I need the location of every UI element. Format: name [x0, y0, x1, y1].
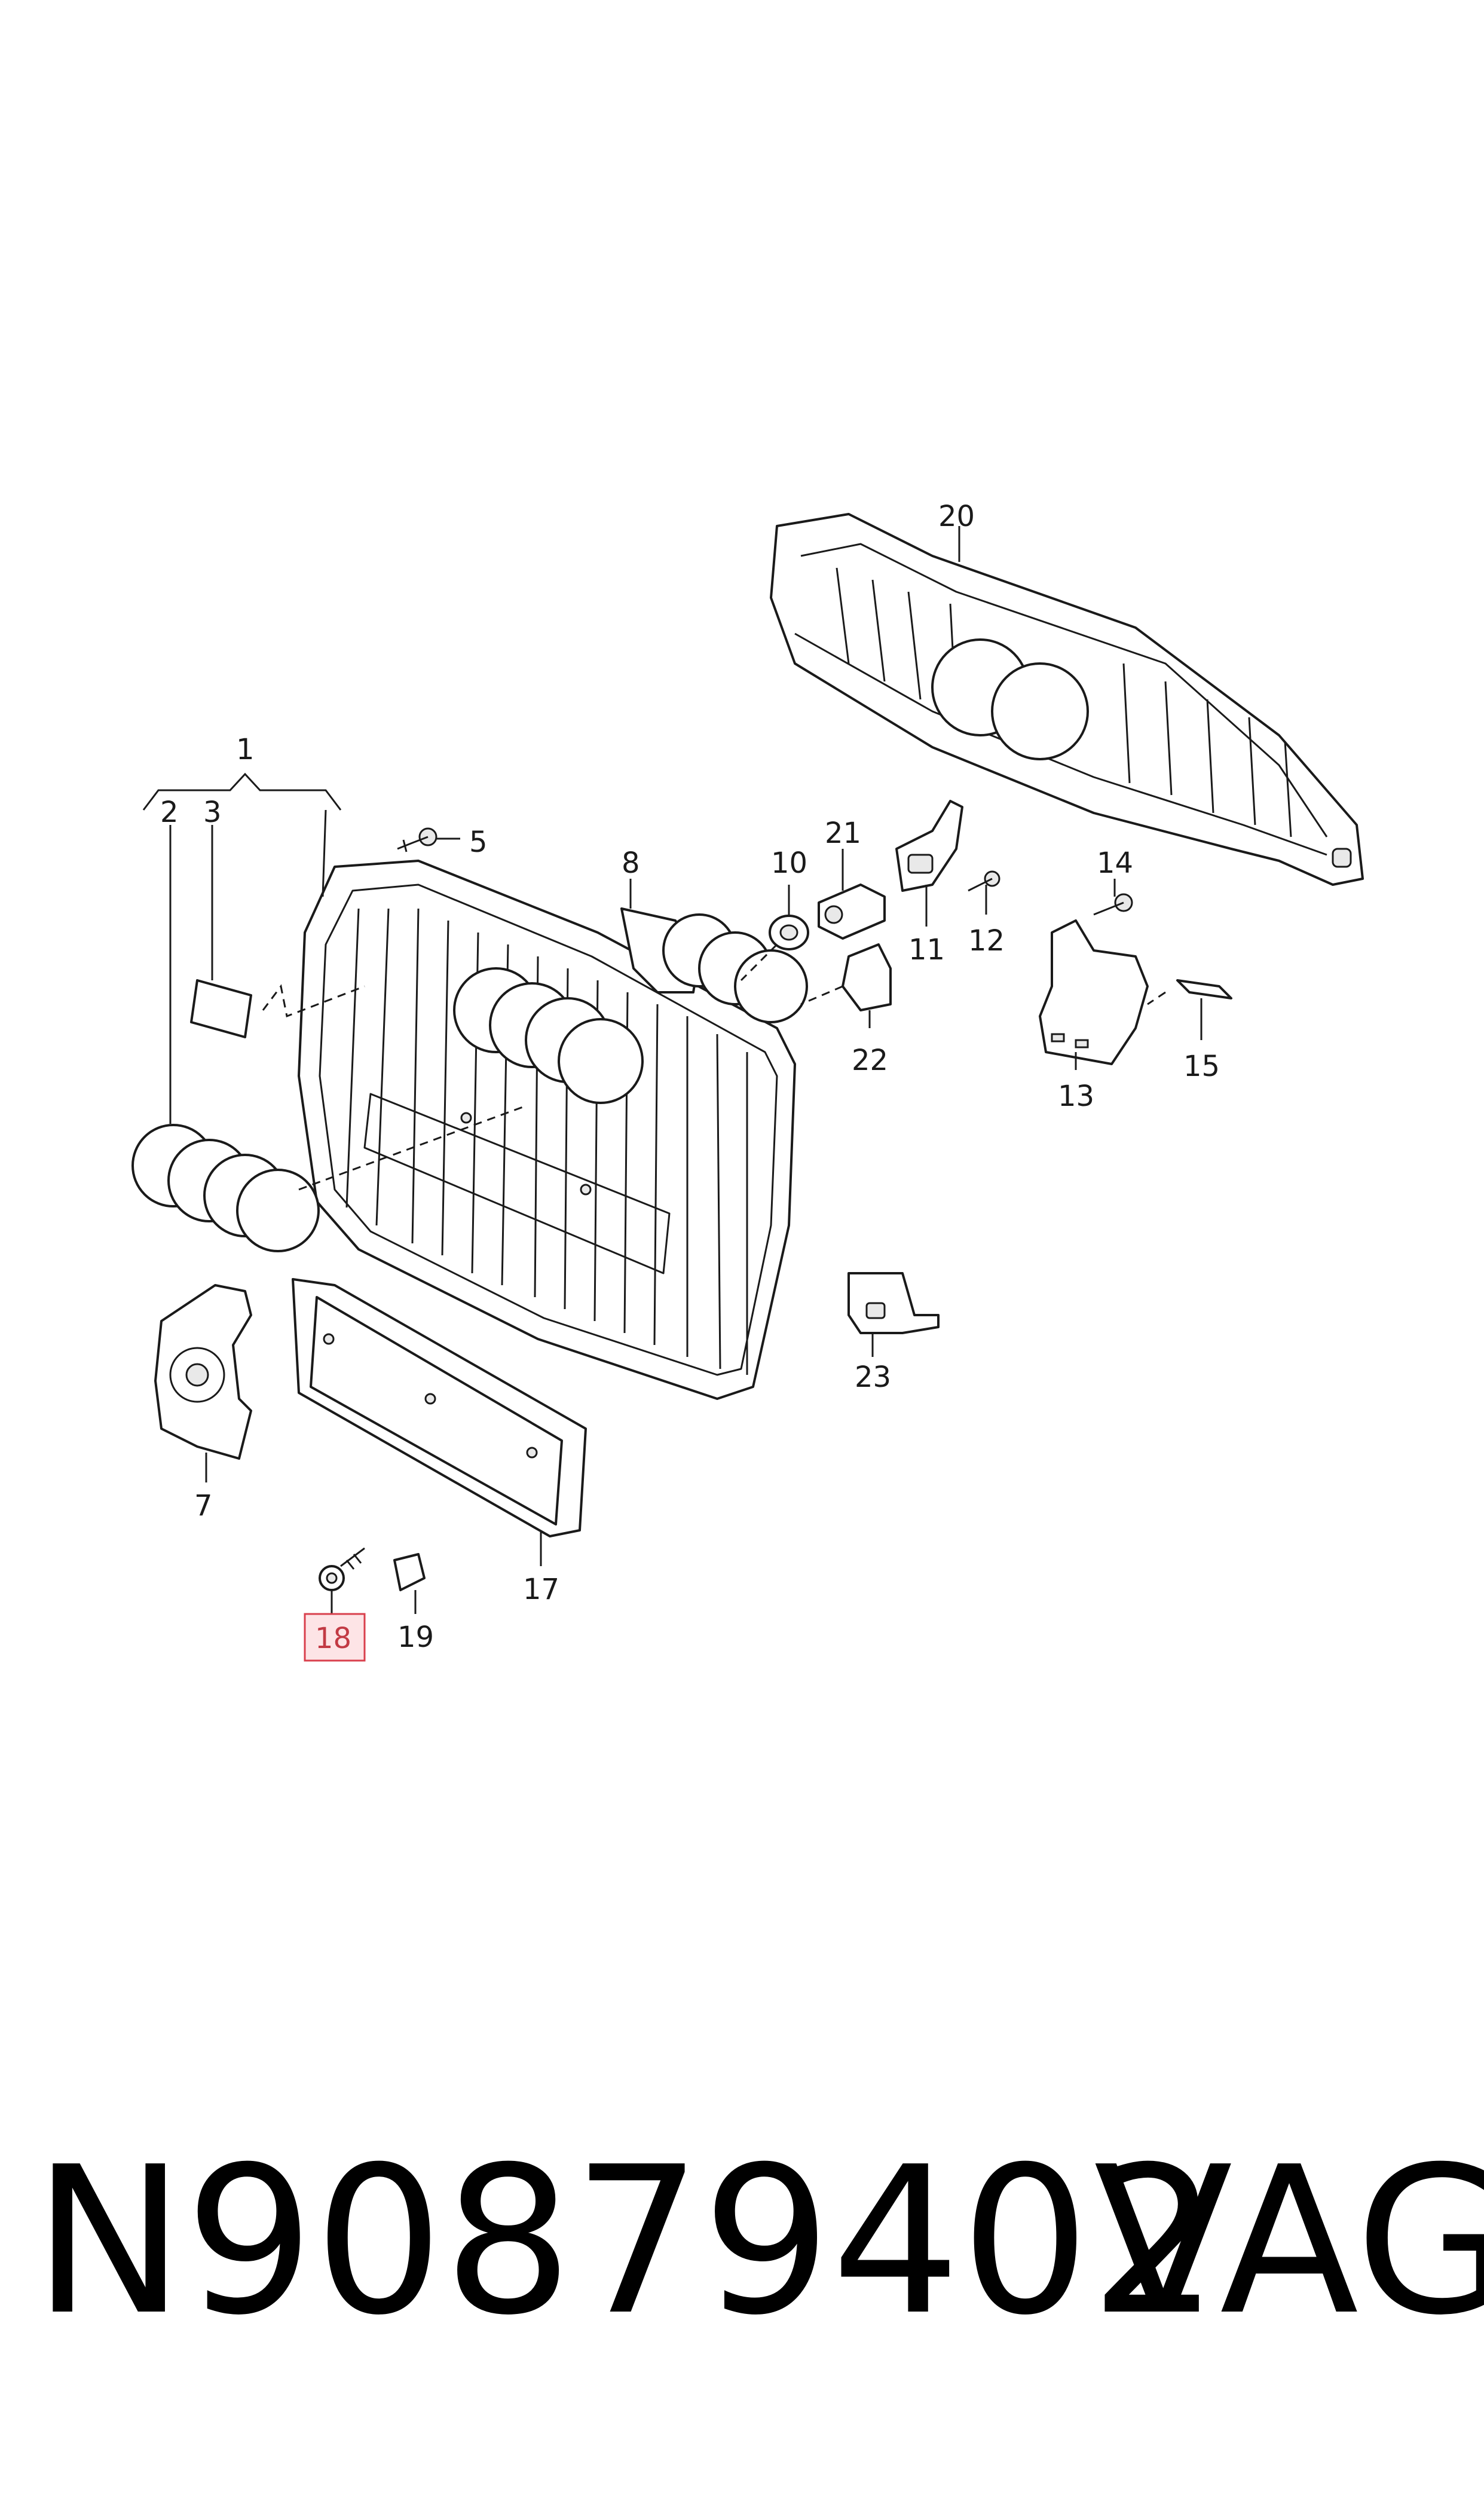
callout-labels: 1 2 3 5 7 8 10 11 12 13 14 15 17 18 19 2… [160, 500, 1220, 1654]
part-20-carrier-frame [770, 513, 1364, 886]
callout-8: 8 [622, 846, 640, 880]
callout-21: 21 [825, 817, 861, 850]
callout-22: 22 [852, 1044, 888, 1077]
highlighted-callout-18: 18 [304, 1613, 366, 1662]
part-17-plate-holder [292, 1278, 587, 1537]
callout-15: 15 [1183, 1050, 1220, 1083]
part-12-screw [968, 870, 1000, 892]
part-7-bracket [154, 1284, 252, 1460]
part-8-logo-carrier [620, 907, 808, 1023]
callout-11: 11 [908, 933, 945, 967]
part-10-grommet [740, 915, 809, 982]
callout-20: 20 [938, 500, 975, 533]
callout-14: 14 [1097, 846, 1133, 880]
callout-12: 12 [968, 924, 1005, 958]
part-5-screw [397, 827, 437, 852]
part-2-emblem-rings [131, 1105, 527, 1252]
part-21-sensor [818, 883, 886, 940]
callout-3: 3 [203, 796, 222, 829]
callout-23: 23 [855, 1361, 891, 1394]
callout-1: 1 [236, 733, 255, 766]
callout-13: 13 [1058, 1080, 1094, 1113]
leader-lines [142, 526, 1203, 1614]
callout-10: 10 [771, 846, 807, 880]
part-13-mounting-bracket [1039, 919, 1149, 1065]
callout-5: 5 [469, 826, 488, 859]
part-3-badge [190, 979, 365, 1038]
part-number-caption: N90879402 [33, 2123, 1219, 2360]
part-15-clip [1147, 979, 1232, 1005]
callout-7: 7 [194, 1489, 213, 1523]
part-23-bracket-plate [847, 1272, 940, 1334]
highlighted-callout-18-label: 18 [315, 1622, 351, 1655]
part-14-bolt [1093, 893, 1133, 916]
brand-caption: VAG [1094, 2123, 1484, 2360]
part-18-screw [319, 1547, 365, 1591]
part-19-clip-nut [393, 1553, 426, 1591]
part-22-sensor-module [800, 943, 892, 1011]
callout-17: 17 [523, 1573, 559, 1606]
callout-2: 2 [160, 796, 179, 829]
part-1-radiator-grille [298, 860, 796, 1400]
callout-19: 19 [397, 1621, 434, 1654]
part-11-sensor-holder [895, 800, 963, 892]
